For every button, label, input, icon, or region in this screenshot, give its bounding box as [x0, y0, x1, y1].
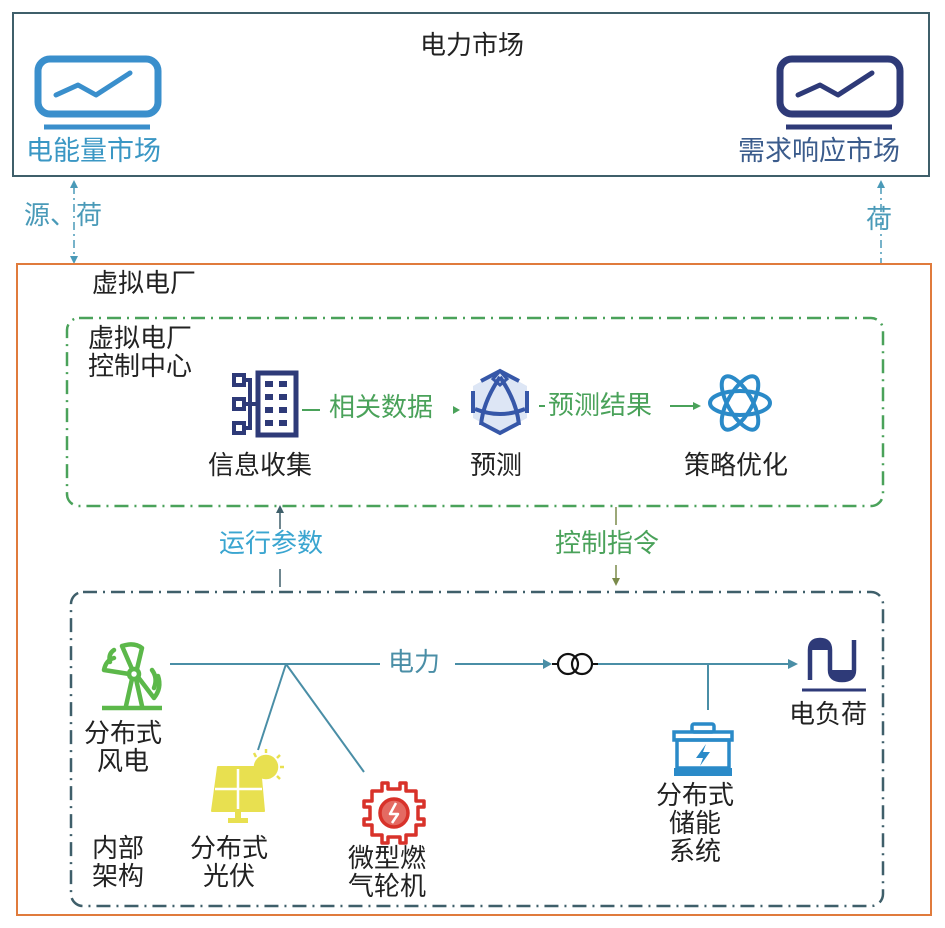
- internal-label-line1: 内部: [92, 834, 145, 864]
- related-data-label: 相关数据: [329, 393, 434, 423]
- battery-storage-icon: [672, 722, 734, 776]
- control-command-label: 控制指令: [555, 529, 660, 559]
- strategy-label: 策略优化: [684, 451, 789, 481]
- storage-label: 分布式 储能 系统: [656, 782, 734, 866]
- control-center-title: 虚拟电厂 控制中心: [88, 325, 192, 381]
- internal-architecture-label: 内部 架构: [92, 835, 144, 891]
- power-market-title: 电力市场: [420, 31, 525, 61]
- power-market-box: [12, 12, 930, 177]
- wind-turbine-icon: [101, 642, 162, 711]
- pv-label-line1: 分布式: [190, 834, 269, 864]
- control-center-title-line1: 虚拟电厂: [88, 324, 193, 354]
- storage-label-line3: 系统: [669, 837, 722, 868]
- pv-label: 分布式 光伏: [190, 835, 268, 891]
- wind-label: 分布式 风电: [84, 720, 162, 776]
- gas-turbine-label: 微型燃 气轮机: [348, 845, 426, 901]
- run-params-label: 运行参数: [219, 529, 324, 559]
- storage-label-line2: 储能: [669, 809, 722, 840]
- related-data-edge: [302, 406, 460, 414]
- solar-panel-icon: [211, 749, 284, 823]
- wind-label-line1: 分布式: [84, 719, 163, 749]
- run-params-arrow: [276, 505, 284, 587]
- energy-market-label: 电能量市场: [26, 136, 161, 167]
- storage-label-line1: 分布式: [656, 781, 735, 811]
- power-label: 电力: [388, 648, 441, 678]
- forecast-label: 预测: [470, 451, 523, 481]
- forecast-cube-icon: [471, 368, 529, 436]
- gas-turbine-label-line2: 气轮机: [348, 872, 427, 903]
- virtual-power-plant-box: [16, 263, 932, 916]
- energy-link-label: 源、荷: [24, 201, 103, 231]
- dr-link-arrow: [877, 180, 885, 264]
- energy-link-arrow: [70, 180, 78, 264]
- dr-link-label: 荷: [866, 205, 893, 235]
- control-center-box: [65, 316, 885, 508]
- energy-market-monitor-icon: [34, 55, 162, 130]
- load-label: 电负荷: [789, 700, 868, 730]
- control-command-arrow: [612, 507, 620, 586]
- gas-turbine-label-line1: 微型燃: [348, 844, 427, 874]
- internal-architecture-box: [69, 590, 885, 908]
- demand-response-market-label: 需求响应市场: [738, 136, 900, 167]
- internal-label-line2: 架构: [92, 862, 145, 893]
- electric-load-icon: [802, 637, 866, 692]
- pv-label-line2: 光伏: [203, 862, 256, 893]
- forecast-result-label: 预测结果: [548, 391, 653, 421]
- transformer-icon: [552, 652, 598, 676]
- info-collection-icon: [232, 370, 299, 438]
- control-center-title-line2: 控制中心: [88, 352, 193, 383]
- demand-response-monitor-icon: [776, 55, 904, 130]
- vpp-title: 虚拟电厂: [92, 269, 197, 299]
- strategy-atom-icon: [708, 374, 772, 432]
- wind-label-line2: 风电: [97, 747, 150, 778]
- gas-turbine-gear-icon: [362, 781, 426, 845]
- info-collection-label: 信息收集: [208, 451, 313, 481]
- forecast-result-edge: [539, 402, 701, 410]
